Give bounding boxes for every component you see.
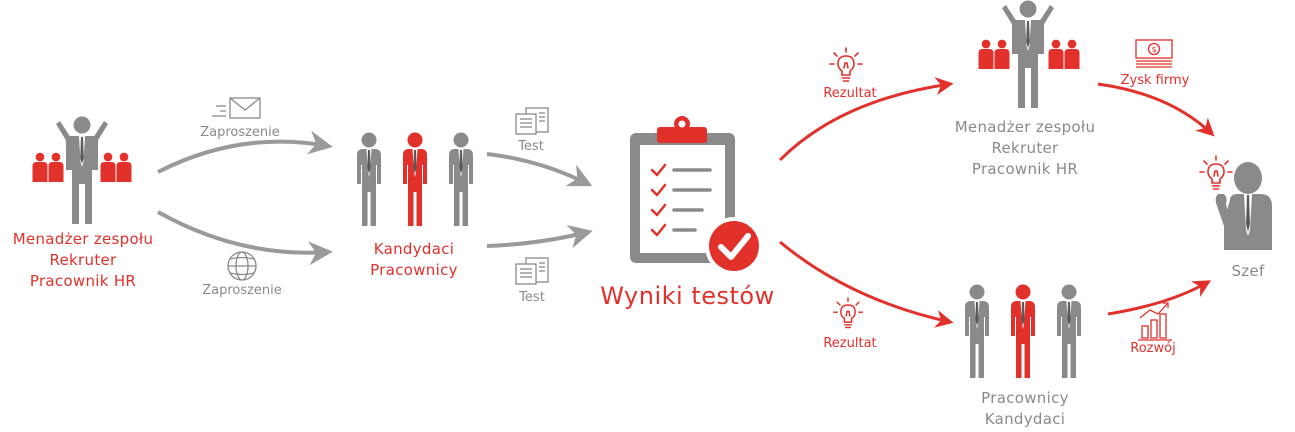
workers-bottom-line-2: Kandydaci (984, 410, 1066, 428)
globe-icon (227, 251, 257, 281)
lightbulb-icon (829, 47, 863, 82)
document-icon (515, 107, 549, 135)
company-profit-label: Zysk firmy (1120, 73, 1190, 88)
growth-label: Rozwój (1130, 341, 1176, 356)
result-top-label: Rezultat (823, 86, 877, 101)
svg-text:$: $ (1151, 45, 1156, 54)
hr-team-role-hr: Pracownik HR (29, 272, 137, 290)
arrow-invite-email (157, 130, 333, 174)
hr-team-label: Menadżer zespołu Rekruter Pracownik HR (0, 229, 166, 292)
money-stack-icon: $ (1135, 39, 1173, 68)
arrow-invite-web (157, 210, 333, 266)
hr-team-role-recruiter: Rekruter (49, 251, 117, 269)
hr-team-people-group-icon (32, 116, 132, 224)
team-top-role-manager: Menadżer zespołu (954, 118, 1096, 136)
lightbulb-icon (832, 297, 864, 329)
team-top-label: Menadżer zespołu Rekruter Pracownik HR (935, 117, 1115, 180)
arrow-result-bottom (779, 240, 954, 328)
results-title: Wyniki testów (600, 282, 775, 310)
envelope-icon (212, 97, 261, 119)
arrow-company-profit (1097, 82, 1215, 137)
result-bottom-label: Rezultat (823, 336, 877, 351)
team-top-people-group-icon (978, 0, 1080, 108)
test-bottom-label: Test (519, 290, 545, 305)
candidates-line-2: Pracownicy (370, 261, 458, 279)
invite-web-label: Zaproszenie (202, 283, 282, 298)
boss-label: Szef (1231, 262, 1265, 280)
lightbulb-icon (1199, 155, 1233, 190)
candidates-line-1: Kandydaci (373, 240, 455, 258)
test-top-label: Test (518, 139, 544, 154)
workers-bottom-people-group-icon (965, 284, 1081, 378)
invite-email-label: Zaproszenie (200, 125, 280, 140)
arrow-test-top (486, 152, 593, 187)
growth-chart-icon (1138, 302, 1172, 341)
candidates-label: Kandydaci Pracownicy (344, 239, 484, 281)
checkmark-icon (705, 217, 763, 275)
arrow-result-top (778, 77, 954, 162)
team-top-role-hr: Pracownik HR (971, 160, 1079, 178)
arrow-test-bottom (486, 225, 593, 249)
arrow-growth (1107, 280, 1212, 316)
workers-bottom-line-1: Pracownicy (981, 389, 1069, 407)
team-top-role-recruiter: Rekruter (991, 139, 1059, 157)
workers-bottom-label: Pracownicy Kandydaci (955, 388, 1095, 430)
hr-team-role-manager: Menadżer zespołu (12, 230, 154, 248)
document-icon (515, 257, 549, 285)
candidates-people-group-icon (357, 132, 473, 226)
